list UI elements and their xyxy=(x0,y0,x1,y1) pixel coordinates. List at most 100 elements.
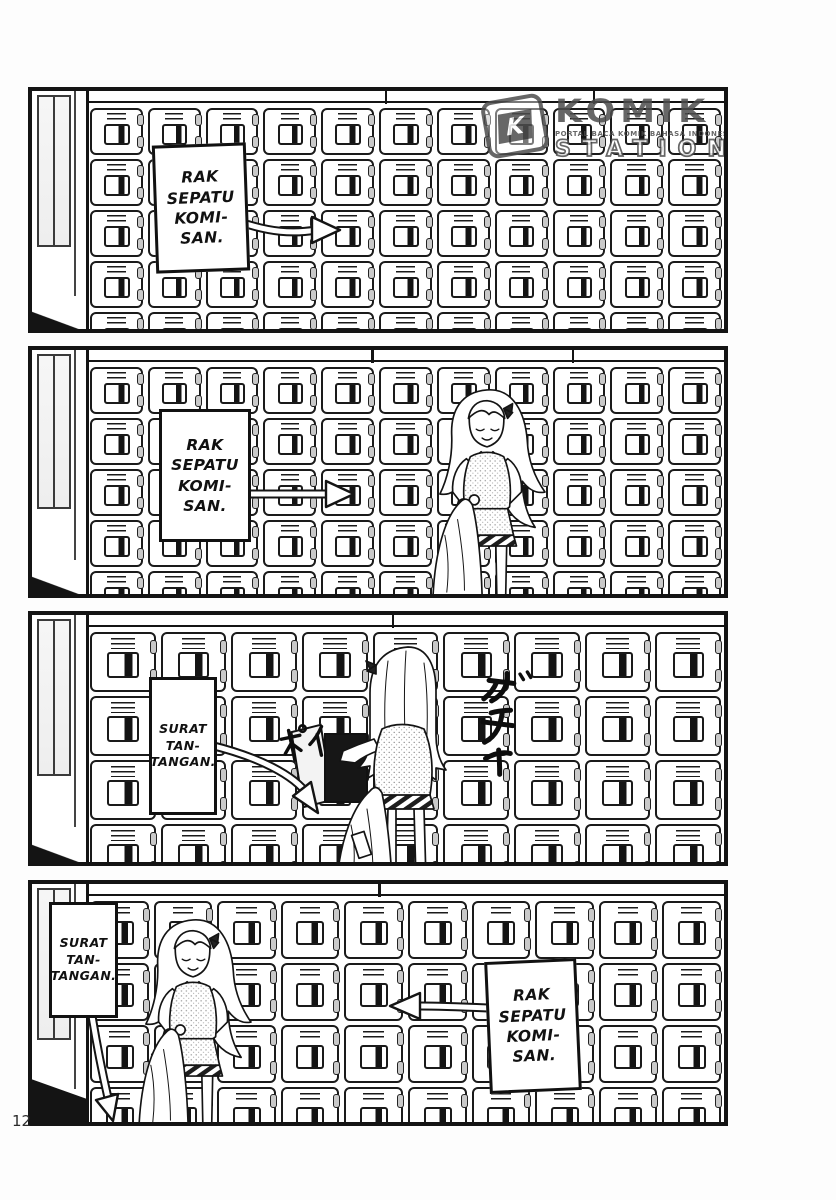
locker-hinge xyxy=(252,267,260,279)
locker-hinge xyxy=(541,526,549,538)
arrow-to-locker-left xyxy=(388,991,493,1021)
locker-hinge xyxy=(657,446,665,458)
locker-door xyxy=(263,418,318,465)
locker-hinge xyxy=(194,373,202,385)
locker-hinge xyxy=(651,1094,659,1109)
locker-door xyxy=(655,824,722,862)
locker-hinge xyxy=(136,475,144,487)
locker-hinge xyxy=(714,767,722,782)
locker-door xyxy=(443,824,510,862)
locker-hinge xyxy=(310,577,318,589)
locker-hinge xyxy=(368,187,376,199)
locker-hinge xyxy=(142,1032,150,1047)
locker-hinge xyxy=(361,639,369,654)
watermark-brand: KOMIK xyxy=(555,93,711,131)
locker-hinge xyxy=(310,395,318,407)
locker-hinge xyxy=(460,908,468,923)
locker-hinge xyxy=(270,1123,277,1126)
locker-hinge xyxy=(220,767,228,782)
locker-hinge xyxy=(136,446,144,458)
caption-line: SAN. xyxy=(512,1046,557,1067)
locker-hinge xyxy=(541,165,549,177)
locker-door xyxy=(494,312,549,329)
locker-door xyxy=(90,210,144,257)
locker-door xyxy=(471,901,532,959)
locker-door xyxy=(610,210,665,257)
locker-hinge xyxy=(368,395,376,407)
locker-hinge xyxy=(396,908,404,923)
locker-hinge xyxy=(714,1094,722,1109)
locker-hinge xyxy=(587,908,595,923)
locker-hinge xyxy=(588,1123,595,1126)
locker-door xyxy=(513,824,581,862)
locker-hinge xyxy=(269,908,277,923)
locker-hinge xyxy=(599,289,607,301)
ceiling-tick xyxy=(571,350,575,363)
locker-door xyxy=(379,571,433,594)
locker-hinge xyxy=(252,187,260,199)
locker-hinge xyxy=(425,238,433,250)
locker-hinge xyxy=(149,639,157,654)
locker-door xyxy=(668,418,722,465)
locker-hinge xyxy=(714,936,722,951)
locker-hinge xyxy=(310,114,318,126)
locker-door xyxy=(321,159,376,206)
locker-hinge xyxy=(651,1123,658,1126)
locker-door xyxy=(160,824,228,862)
locker-hinge xyxy=(136,318,144,329)
locker-door xyxy=(379,210,433,257)
locker-hinge xyxy=(573,767,581,782)
locker-door xyxy=(662,1025,722,1083)
locker-door xyxy=(668,520,722,567)
locker-hinge xyxy=(396,970,404,985)
locker-door xyxy=(494,571,549,594)
locker-hinge xyxy=(252,114,260,126)
locker-door xyxy=(494,261,549,308)
locker-hinge xyxy=(657,373,665,385)
locker-hinge xyxy=(599,114,607,126)
window-wall xyxy=(32,91,89,329)
locker-hinge xyxy=(483,318,491,329)
locker-door xyxy=(263,261,318,308)
locker-door xyxy=(263,159,318,206)
locker-hinge xyxy=(483,238,491,250)
locker-door xyxy=(584,632,652,692)
caption-line: KOMI- xyxy=(174,208,229,228)
locker-door xyxy=(217,901,277,959)
locker-door xyxy=(552,520,607,567)
locker-hinge xyxy=(651,970,659,985)
door-frame-line xyxy=(74,91,76,296)
locker-hinge xyxy=(310,267,318,279)
locker-hinge xyxy=(714,475,722,487)
locker-hinge xyxy=(599,446,607,458)
locker-hinge xyxy=(541,114,549,126)
locker-hinge xyxy=(483,267,491,279)
locker-hinge xyxy=(425,526,433,538)
locker-door xyxy=(610,367,665,414)
locker-hinge xyxy=(310,526,318,538)
panel-1: RAK SEPATU KOMI- SAN. K KOMIK PORTAL BAC… xyxy=(28,87,728,333)
locker-hinge xyxy=(136,497,144,509)
locker-hinge xyxy=(252,395,260,407)
locker-hinge xyxy=(220,668,228,684)
locker-hinge xyxy=(269,936,277,951)
locker-hinge xyxy=(220,639,228,654)
locker-hinge xyxy=(396,936,404,951)
locker-door xyxy=(494,210,549,257)
locker-hinge xyxy=(269,1060,277,1075)
locker-hinge xyxy=(149,831,157,846)
locker-hinge xyxy=(425,577,433,589)
locker-door xyxy=(668,571,722,594)
locker-hinge xyxy=(252,136,260,148)
ceiling-tick xyxy=(592,91,596,104)
locker-hinge xyxy=(573,732,581,748)
ceiling-tick xyxy=(378,884,381,897)
locker-door xyxy=(552,108,607,155)
locker-hinge xyxy=(252,165,260,177)
locker-hinge xyxy=(587,1032,595,1047)
locker-hinge xyxy=(599,165,607,177)
locker-hinge xyxy=(252,318,260,329)
locker-hinge xyxy=(310,548,318,560)
locker-door xyxy=(436,108,491,155)
locker-door xyxy=(436,261,491,308)
